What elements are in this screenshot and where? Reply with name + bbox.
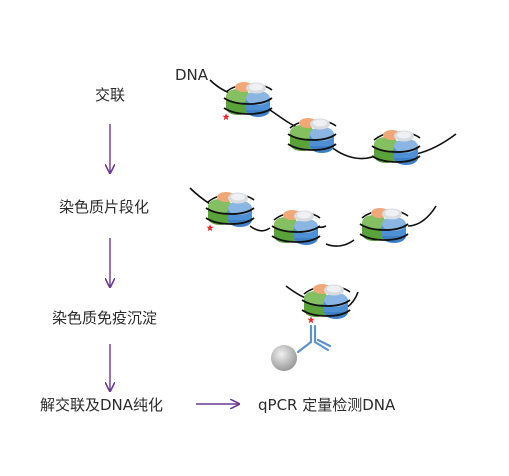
crosslinked-chromatin [209,79,457,166]
crosslink-marker-icon [222,113,230,121]
nucleosome-icon [301,283,351,320]
nucleosome-icon [359,207,409,244]
fragmented-chromatin [189,187,437,247]
nucleosome-icon [223,81,273,118]
step-crosslink-label: 交联 [95,86,126,104]
dna-label: DNA [175,66,209,84]
step-immunoprecipitation-label: 染色质免疫沉淀 [52,309,158,327]
bead-icon [271,345,297,371]
antibody-icon [296,324,332,354]
step-reverse-crosslink-label: 解交联及DNA纯化 [40,396,164,414]
crosslink-marker-icon [307,316,315,324]
result-qpcr-label: qPCR 定量检测DNA [258,396,396,414]
nucleosome-icon [271,209,321,246]
nucleosome-icon [371,129,421,166]
immunoprecipitated-complex [271,283,359,371]
nucleosome-icon [205,191,255,228]
step-fragmentation-label: 染色质片段化 [59,198,150,216]
crosslink-marker-icon [206,224,214,232]
nucleosome-icon [287,117,337,154]
